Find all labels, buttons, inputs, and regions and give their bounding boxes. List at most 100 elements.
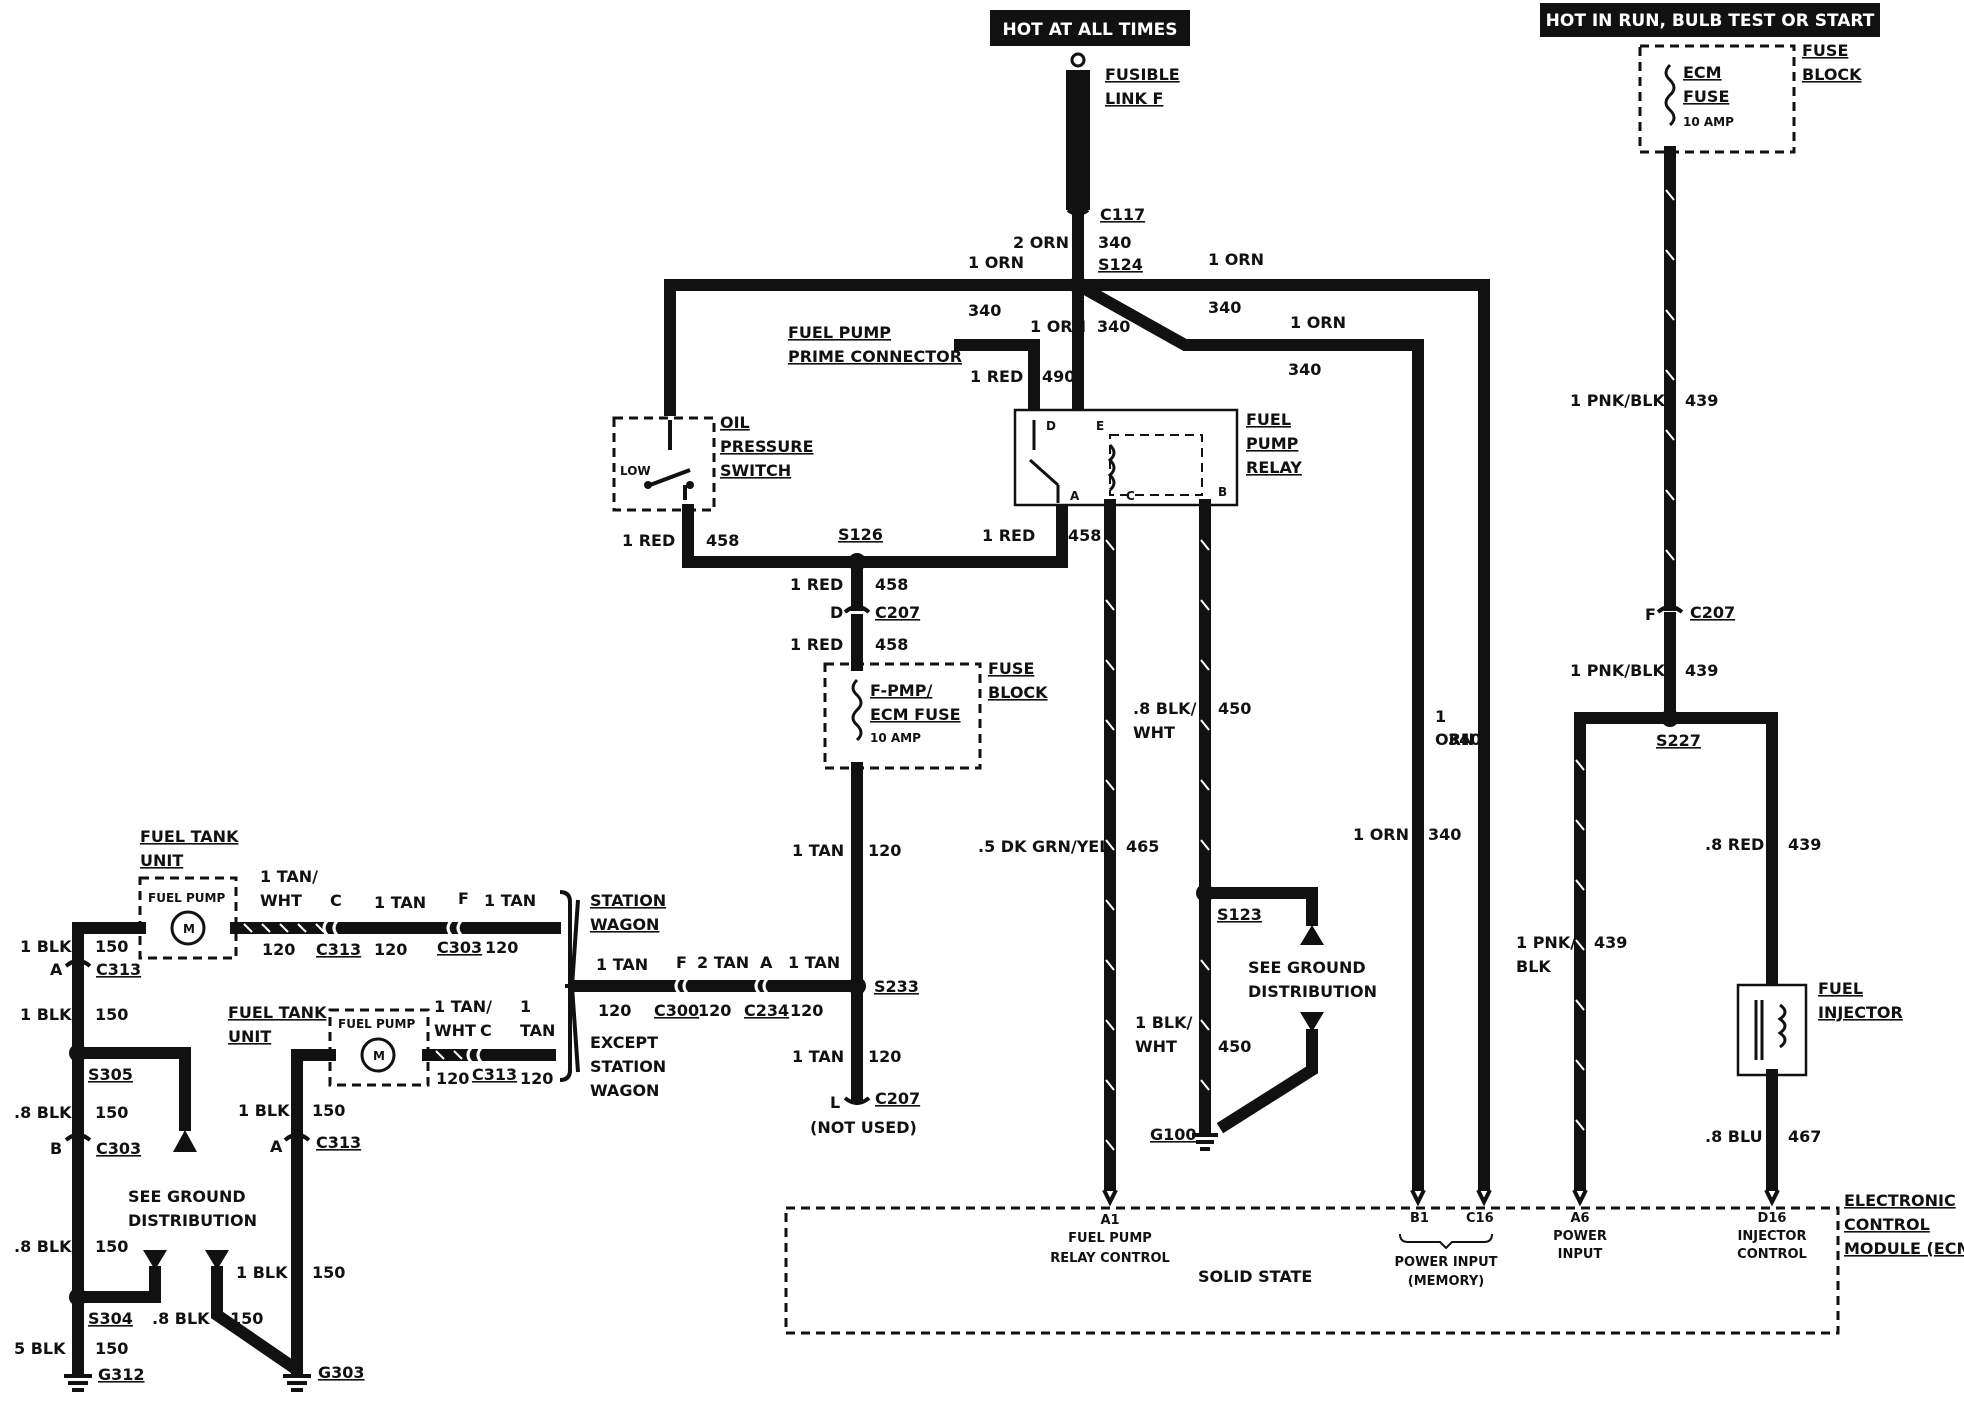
svg-text:.5 DK GRN/YEL: .5 DK GRN/YEL [978, 837, 1109, 856]
svg-text:120: 120 [868, 841, 901, 860]
svg-text:1 ORN: 1 ORN [1290, 313, 1346, 332]
splice-s304 [69, 1288, 87, 1306]
svg-text:10 AMP: 10 AMP [1683, 115, 1734, 129]
svg-text:1 TAN/: 1 TAN/ [260, 867, 318, 886]
svg-text:2 TAN: 2 TAN [697, 953, 749, 972]
fusible-link-label: FUSIBLE [1105, 65, 1180, 84]
c207-right-label: C207 [1690, 603, 1735, 622]
see-ground-label-2: SEE GROUND [1248, 958, 1366, 977]
svg-text:.8 RED: .8 RED [1705, 835, 1764, 854]
svg-text:1 TAN/: 1 TAN/ [434, 997, 492, 1016]
hot-in-run-text: HOT IN RUN, BULB TEST OR START [1546, 11, 1875, 31]
svg-text:WAGON: WAGON [590, 1081, 659, 1100]
svg-text:INPUT: INPUT [1558, 1247, 1603, 1262]
svg-text:WHT: WHT [1133, 723, 1175, 742]
oil-pressure-switch-label: OIL [720, 413, 750, 432]
svg-text:120: 120 [485, 938, 518, 957]
svg-text:458: 458 [706, 531, 739, 550]
svg-text:10 AMP: 10 AMP [870, 731, 921, 745]
fuel-tank-unit-1 [138, 876, 238, 960]
svg-text:458: 458 [1068, 526, 1101, 545]
svg-text:M: M [183, 922, 195, 936]
svg-text:340: 340 [1098, 233, 1131, 252]
svg-text:(MEMORY): (MEMORY) [1408, 1274, 1484, 1289]
svg-text:1 TAN: 1 TAN [374, 893, 426, 912]
fuel-pump-motor-1 [170, 910, 206, 946]
svg-text:450: 450 [1218, 699, 1251, 718]
svg-text:F: F [1645, 605, 1656, 624]
svg-text:DISTRIBUTION: DISTRIBUTION [1248, 982, 1377, 1001]
svg-text:120: 120 [868, 1047, 901, 1066]
svg-text:450: 450 [1218, 1037, 1251, 1056]
svg-text:1 RED: 1 RED [982, 526, 1035, 545]
svg-text:INJECTOR: INJECTOR [1738, 1229, 1807, 1244]
svg-text:.8 BLK: .8 BLK [14, 1103, 72, 1122]
svg-text:439: 439 [1685, 391, 1718, 410]
svg-text:150: 150 [230, 1309, 263, 1328]
c207-bottom-label: C207 [875, 1089, 920, 1108]
svg-text:120: 120 [374, 940, 407, 959]
svg-text:C: C [330, 891, 342, 910]
svg-text:CONTROL: CONTROL [1737, 1247, 1807, 1262]
g303-label: G303 [318, 1363, 365, 1382]
svg-text:.8 BLK: .8 BLK [14, 1237, 72, 1256]
svg-text:FUEL TANK: FUEL TANK [228, 1003, 327, 1022]
except-station-wagon-label: EXCEPT [590, 1033, 658, 1052]
svg-text:UNIT: UNIT [140, 851, 183, 870]
svg-text:340: 340 [968, 301, 1001, 320]
s124-label: S124 [1098, 255, 1143, 274]
s123-label: S123 [1217, 905, 1262, 924]
svg-text:A: A [270, 1137, 283, 1156]
svg-text:120: 120 [790, 1001, 823, 1020]
svg-text:D: D [830, 603, 843, 622]
fuel-pump-relay [1013, 408, 1239, 507]
ecm-label: ELECTRONIC [1844, 1191, 1956, 1210]
ecm-pin-d16: D16 [1758, 1211, 1787, 1226]
svg-text:F: F [458, 889, 469, 908]
svg-text:M: M [373, 1049, 385, 1063]
svg-text:MODULE (ECM): MODULE (ECM) [1844, 1239, 1964, 1258]
svg-text:WAGON: WAGON [590, 915, 659, 934]
svg-text:1 ORN: 1 ORN [1030, 317, 1086, 336]
c313-a-label: C313 [96, 960, 141, 979]
svg-text:B: B [1218, 485, 1227, 499]
fpmp-ecm-fuse [823, 662, 982, 770]
svg-text:SWITCH: SWITCH [720, 461, 791, 480]
svg-text:DISTRIBUTION: DISTRIBUTION [128, 1211, 257, 1230]
c313-lower-a-label: C313 [316, 1133, 361, 1152]
c234-label: C234 [744, 1001, 789, 1020]
fuse-block-right-label: FUSE [1802, 41, 1848, 60]
svg-text:LINK F: LINK F [1105, 89, 1163, 108]
fusible-link-f [1066, 70, 1090, 210]
svg-text:2 ORN: 2 ORN [1013, 233, 1069, 252]
svg-text:RELAY CONTROL: RELAY CONTROL [1050, 1251, 1170, 1266]
svg-text:1: 1 [520, 997, 531, 1016]
svg-text:B: B [50, 1139, 62, 1158]
oil-pressure-switch [612, 416, 716, 512]
svg-text:(NOT USED): (NOT USED) [810, 1118, 917, 1137]
c313-lower-label: C313 [472, 1065, 517, 1084]
svg-text:1 ORN: 1 ORN [1353, 825, 1409, 844]
svg-text:RELAY: RELAY [1246, 458, 1302, 477]
svg-text:120: 120 [436, 1069, 469, 1088]
svg-text:C: C [480, 1021, 492, 1040]
ecm-pin-a6: A6 [1570, 1211, 1589, 1226]
svg-text:340: 340 [1428, 825, 1461, 844]
svg-text:L: L [830, 1093, 840, 1112]
svg-text:5 BLK: 5 BLK [14, 1339, 66, 1358]
svg-text:POWER: POWER [1553, 1229, 1607, 1244]
svg-text:CONTROL: CONTROL [1844, 1215, 1930, 1234]
svg-text:ECM FUSE: ECM FUSE [870, 705, 961, 724]
svg-text:120: 120 [598, 1001, 631, 1020]
svg-text:467: 467 [1788, 1127, 1821, 1146]
svg-text:340: 340 [1288, 360, 1321, 379]
svg-text:.8 BLK/: .8 BLK/ [1133, 699, 1197, 718]
svg-text:150: 150 [95, 937, 128, 956]
hot-in-run-header: HOT IN RUN, BULB TEST OR START [1540, 3, 1880, 37]
c207-top-label: C207 [875, 603, 920, 622]
svg-text:WHT: WHT [260, 891, 302, 910]
svg-text:120: 120 [520, 1069, 553, 1088]
svg-text:PUMP: PUMP [1246, 434, 1299, 453]
svg-text:A: A [1070, 489, 1080, 503]
